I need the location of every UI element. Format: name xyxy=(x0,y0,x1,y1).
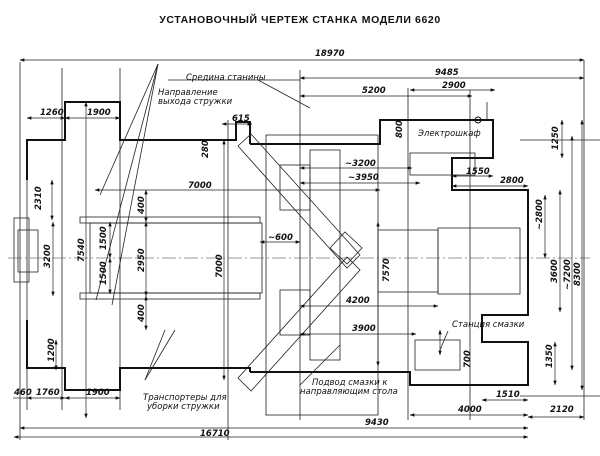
dim-460: 460 xyxy=(13,388,32,398)
dim-3900: 3900 xyxy=(352,324,376,334)
dim-2900: 2900 xyxy=(442,81,466,91)
dim-9485: 9485 xyxy=(435,68,459,78)
dim-2800-h: 2800 xyxy=(500,176,524,186)
conveyors-label-2: уборки стружки xyxy=(146,402,220,412)
dim-4200: 4200 xyxy=(345,296,370,306)
dim-8300: 8300 xyxy=(573,262,583,286)
lube-supply-label-1: Подвод смазки к xyxy=(312,378,388,388)
dim-overall-top: 18970 xyxy=(315,49,345,59)
dim-800: 800 xyxy=(395,120,405,138)
dim-2310: 2310 xyxy=(34,186,44,210)
bed-middle-label: Средина станины xyxy=(186,73,266,83)
dim-1510: 1510 xyxy=(496,390,520,400)
dim-9430: 9430 xyxy=(365,418,389,428)
chip-conveyor-diagonal xyxy=(237,133,363,392)
dim-280: 280 xyxy=(201,140,211,158)
dim-5200: 5200 xyxy=(362,86,386,96)
dim-400-a: 400 xyxy=(137,196,147,215)
dim-2800-v: ~2800 xyxy=(535,199,545,230)
dim-700: 700 xyxy=(463,350,473,368)
dim-1550: 1550 xyxy=(466,167,490,177)
lubrication-station-label: Станция смазки xyxy=(452,320,525,330)
dim-2120: 2120 xyxy=(550,405,574,415)
dim-1260: 1260 xyxy=(40,108,64,118)
dim-3200: ~3200 xyxy=(345,159,376,169)
dim-4000: 4000 xyxy=(457,405,482,415)
dim-7570: 7570 xyxy=(382,258,392,282)
dim-615: 615 xyxy=(232,114,250,124)
dim-1250: 1250 xyxy=(551,126,561,150)
dim-3950: ~3950 xyxy=(348,173,379,183)
dim-7540: 7540 xyxy=(77,238,87,262)
dim-1500-b: 1500 xyxy=(99,261,109,285)
dim-1760: 1760 xyxy=(36,388,60,398)
dim-1900-bottom: 1900 xyxy=(86,388,110,398)
dim-7000-h: 7000 xyxy=(188,181,212,191)
dim-7200: ~7200 xyxy=(563,259,573,290)
dimension-lines xyxy=(13,58,585,439)
electrical-cabinet-label: Электрошкаф xyxy=(417,129,481,139)
dim-400-b: 400 xyxy=(137,304,147,323)
drawing-title: УСТАНОВОЧНЫЙ ЧЕРТЕЖ СТАНКА МОДЕЛИ 6620 xyxy=(159,14,441,26)
machine-outline xyxy=(26,101,529,391)
dim-1500-a: 1500 xyxy=(99,226,109,250)
dim-7000-v: 7000 xyxy=(215,254,225,278)
chip-exit-label-1: Направление xyxy=(158,88,218,98)
dim-600: ~600 xyxy=(268,233,293,243)
dim-2950: 2950 xyxy=(137,248,147,272)
dim-1900-top: 1900 xyxy=(87,108,111,118)
dim-3200-v: 3200 xyxy=(43,244,53,268)
leader-lines xyxy=(95,63,488,386)
chip-exit-label-2: выхода стружки xyxy=(158,97,233,107)
dim-1200: 1200 xyxy=(47,338,57,362)
dim-overall-bottom: 16710 xyxy=(200,429,230,439)
dim-1350: 1350 xyxy=(545,344,555,368)
conveyors-label-1: Транспортеры для xyxy=(143,393,227,403)
dim-3600: 3600 xyxy=(550,259,560,283)
lube-supply-label-2: направляющим стола xyxy=(300,387,398,397)
